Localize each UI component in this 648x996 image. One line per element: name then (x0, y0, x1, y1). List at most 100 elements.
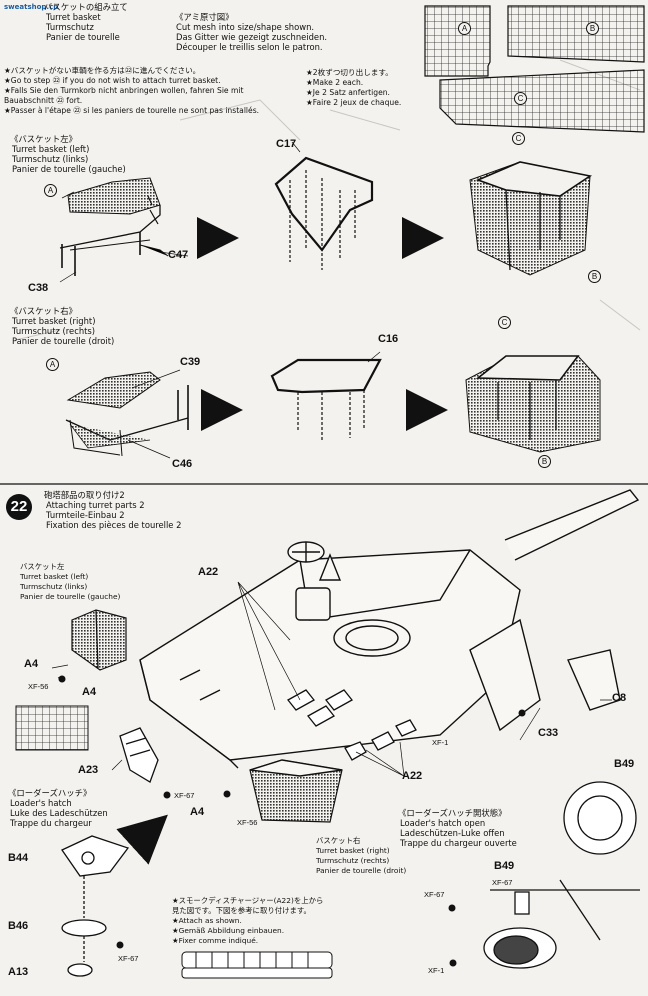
s22-right-de: Turmschutz (rechts) (316, 856, 390, 865)
loaders-hatch-open-drawing (483, 781, 640, 969)
skip-note-de1: ★Falls Sie den Turmkorb nicht anbringen … (4, 86, 244, 95)
part-a4-left: A4 (24, 658, 39, 670)
part-c16: C16 (378, 333, 399, 345)
leader-lines (51, 141, 612, 777)
screw-xf67-hatch: XF-67 (118, 954, 139, 963)
assembly-arrow (116, 814, 168, 865)
basket-right-mesh-c: C (498, 316, 511, 329)
smoke-note-jp1: ★スモークディスチャージャー(A22)を上から (172, 896, 324, 905)
mesh-label-c: C (514, 92, 527, 105)
basket-assembly-fr: Panier de tourelle (46, 32, 120, 42)
loaders-hatch-jp: 《ローダーズハッチ》 (8, 788, 92, 798)
skip-note-jp: ★バスケットがない車輌を作る方は㉒に進んでください。 (4, 66, 201, 75)
turret-drawing (139, 489, 640, 769)
basket-assembly-de: Turmschutz (46, 22, 94, 32)
basket-right-fr: Panier de tourelle (droit) (12, 336, 115, 346)
s22-right-en: Turret basket (right) (316, 846, 390, 855)
mesh-template-a (424, 5, 491, 77)
screw-xf67-hatch-open: XF-67 (492, 878, 513, 887)
mesh-label-b: B (586, 22, 599, 35)
basket-assembly-jp: バスケットの組み立て (44, 2, 128, 12)
mesh-note-jp: 《アミ原寸図》 (175, 12, 234, 22)
part-b44: B44 (8, 852, 29, 864)
mesh-note-de: Das Gitter wie gezeigt zuschneiden. (176, 32, 328, 42)
step22-de: Turmteile-Einbau 2 (46, 510, 125, 520)
a23-storage-box (119, 727, 159, 783)
step-22-badge: 22 (6, 494, 32, 520)
part-c8: C8 (612, 692, 627, 704)
basket-left-jp: 《バスケット左》 (10, 134, 77, 144)
basket-left-mesh-a: A (44, 184, 57, 197)
screw-xf67-right: XF-67 (424, 890, 445, 899)
loaders-hatch-fr: Trappe du chargeur (10, 818, 92, 828)
smoke-note-de: ★Gemäß Abbildung einbauen. (172, 926, 285, 935)
smoke-discharger-parts (287, 689, 417, 761)
screw-xf56-center: XF-56 (237, 818, 258, 827)
skip-note-de2: Bauabschnitt ㉒ fort. (4, 96, 83, 105)
mesh-a4-sample (15, 705, 89, 751)
s22-left-basket-drawing (71, 609, 127, 671)
basket-right-mesh-a: A (46, 358, 59, 371)
basket-left-en: Turret basket (left) (12, 144, 90, 154)
screw-xf56-left: XF-56 (28, 682, 49, 691)
smoke-note-fr: ★Fixer comme indiqué. (172, 936, 259, 945)
basket-right-jp: 《バスケット右》 (10, 306, 77, 316)
basket-left-mesh-b: B (588, 270, 601, 283)
basket-left-fr: Panier de tourelle (gauche) (12, 164, 126, 174)
part-c33: C33 (538, 727, 559, 739)
step22-en: Attaching turret parts 2 (46, 500, 145, 510)
basket-left-mesh-c: C (512, 132, 525, 145)
smoke-note-jp2: 見た図です。下図を参考に取り付けます。 (172, 906, 311, 915)
loaders-hatch-en: Loader's hatch (10, 798, 72, 808)
s22-left-jp: バスケット左 (20, 562, 65, 571)
smoke-discharger-row (181, 951, 333, 979)
loaders-hatch-open-de: Ladeschützen-Luke offen (400, 828, 505, 838)
basket-right-en: Turret basket (right) (12, 316, 96, 326)
part-a23: A23 (78, 764, 99, 776)
s22-left-en: Turret basket (left) (20, 572, 89, 581)
step22-jp: 砲塔部品の取り付け2 (44, 490, 125, 500)
part-b49-lower: B49 (494, 860, 515, 872)
mesh-note-fr: Découper le treillis selon le patron. (176, 42, 323, 52)
basket-right-finished-drawing (465, 355, 601, 453)
make-two-jp: ★2枚ずつ切り出します。 (306, 68, 393, 77)
s22-right-basket-drawing (249, 759, 343, 823)
s22-right-fr: Panier de tourelle (droit) (316, 866, 407, 875)
make-two-de: ★Je 2 Satz anfertigen. (306, 88, 390, 97)
part-a4-mesh: A4 (82, 686, 97, 698)
loaders-hatch-drawing (61, 835, 130, 977)
basket-left-frame-drawing (274, 156, 374, 270)
mesh-template-b (507, 5, 645, 63)
skip-note-en: ★Go to step ㉒ if you do not wish to atta… (4, 76, 221, 85)
skip-note-fr: ★Passer à l'étape ㉒ si les paniers de to… (4, 106, 260, 115)
watermark-text: sweatshop.cn (4, 3, 59, 11)
basket-right-frame-drawing (270, 358, 382, 440)
basket-left-de: Turmschutz (links) (12, 154, 89, 164)
part-c46: C46 (172, 458, 193, 470)
basket-assembly-en: Turret basket (46, 12, 101, 22)
part-a22-top: A22 (198, 566, 219, 578)
basket-right-mesh-b: B (538, 455, 551, 468)
s22-left-fr: Panier de tourelle (gauche) (20, 592, 121, 601)
part-b46: B46 (8, 920, 29, 932)
mesh-template-c (439, 69, 645, 133)
smoke-note-en: ★Attach as shown. (172, 916, 242, 925)
step22-fr: Fixation des pièces de tourelle 2 (46, 520, 182, 530)
watermark-logo: sweatshop.cn (4, 2, 58, 12)
part-b49-upper: B49 (614, 758, 635, 770)
loaders-hatch-de: Luke des Ladeschützen (10, 808, 108, 818)
part-a4-center: A4 (190, 806, 205, 818)
loaders-hatch-open-en: Loader's hatch open (400, 818, 486, 828)
part-c17: C17 (276, 138, 297, 150)
part-c38: C38 (28, 282, 49, 294)
mesh-note-en: Cut mesh into size/shape shown. (176, 22, 315, 32)
s22-left-de: Turmschutz (links) (20, 582, 88, 591)
part-c47: C47 (168, 249, 189, 261)
loaders-hatch-open-jp: 《ローダーズハッチ開状態》 (398, 808, 507, 818)
screw-xf1-hatch: XF-1 (428, 966, 445, 975)
loaders-hatch-open-fr: Trappe du chargeur ouverte (400, 838, 517, 848)
basket-right-de: Turmschutz (rechts) (12, 326, 96, 336)
screw-xf1-right: XF-1 (432, 738, 449, 747)
